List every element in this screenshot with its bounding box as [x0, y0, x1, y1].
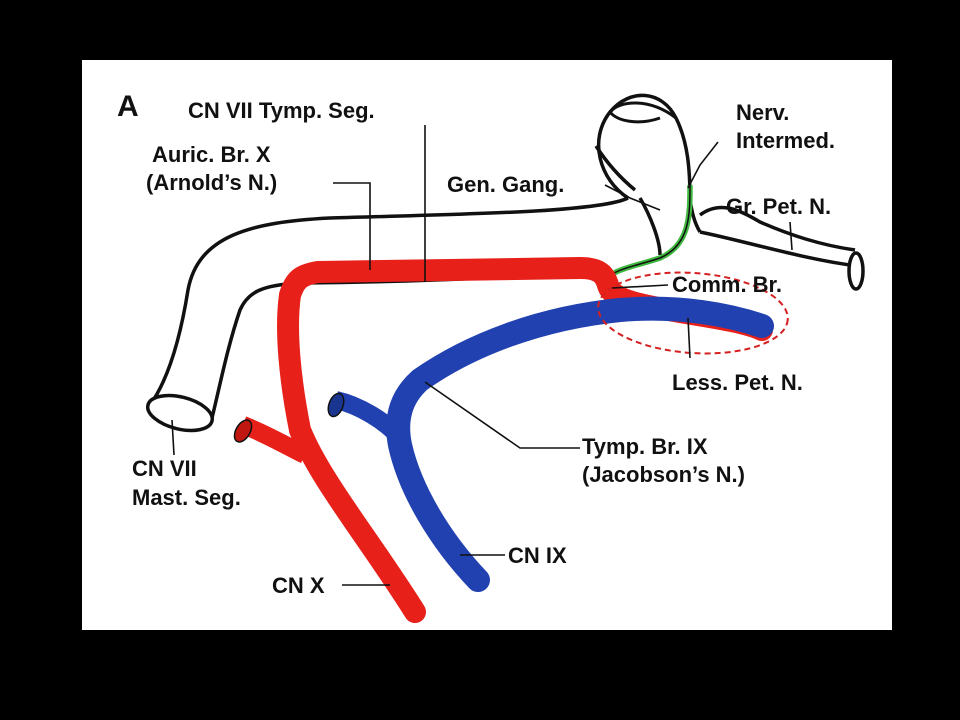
label-jacobsons-n: (Jacobson’s N.) [582, 462, 745, 487]
label-auric-br-x: Auric. Br. X [152, 142, 271, 167]
label-less-pet-n: Less. Pet. N. [672, 370, 803, 395]
label-arnolds-n: (Arnold’s N.) [146, 170, 277, 195]
label-cn-ix: CN IX [508, 543, 567, 568]
label-tymp-br-ix: Tymp. Br. IX [582, 434, 708, 459]
label-gr-pet-n: Gr. Pet. N. [726, 194, 831, 219]
label-cn-x: CN X [272, 573, 325, 598]
leader-lines [171, 125, 793, 586]
label-gen-gang: Gen. Gang. [447, 172, 564, 197]
label-comm-br: Comm. Br. [672, 272, 782, 297]
label-mast-seg: Mast. Seg. [132, 485, 241, 510]
panel-letter: A [117, 90, 139, 123]
label-cn7: CN VII [132, 456, 197, 481]
label-intermed: Intermed. [736, 128, 835, 153]
label-nerv: Nerv. [736, 100, 789, 125]
greater-petrosal-nerve-tube [698, 205, 865, 291]
label-cn7-tymp-seg: CN VII Tymp. Seg. [188, 98, 375, 123]
cn-ix-glossopharyngeal-blue [327, 296, 774, 592]
